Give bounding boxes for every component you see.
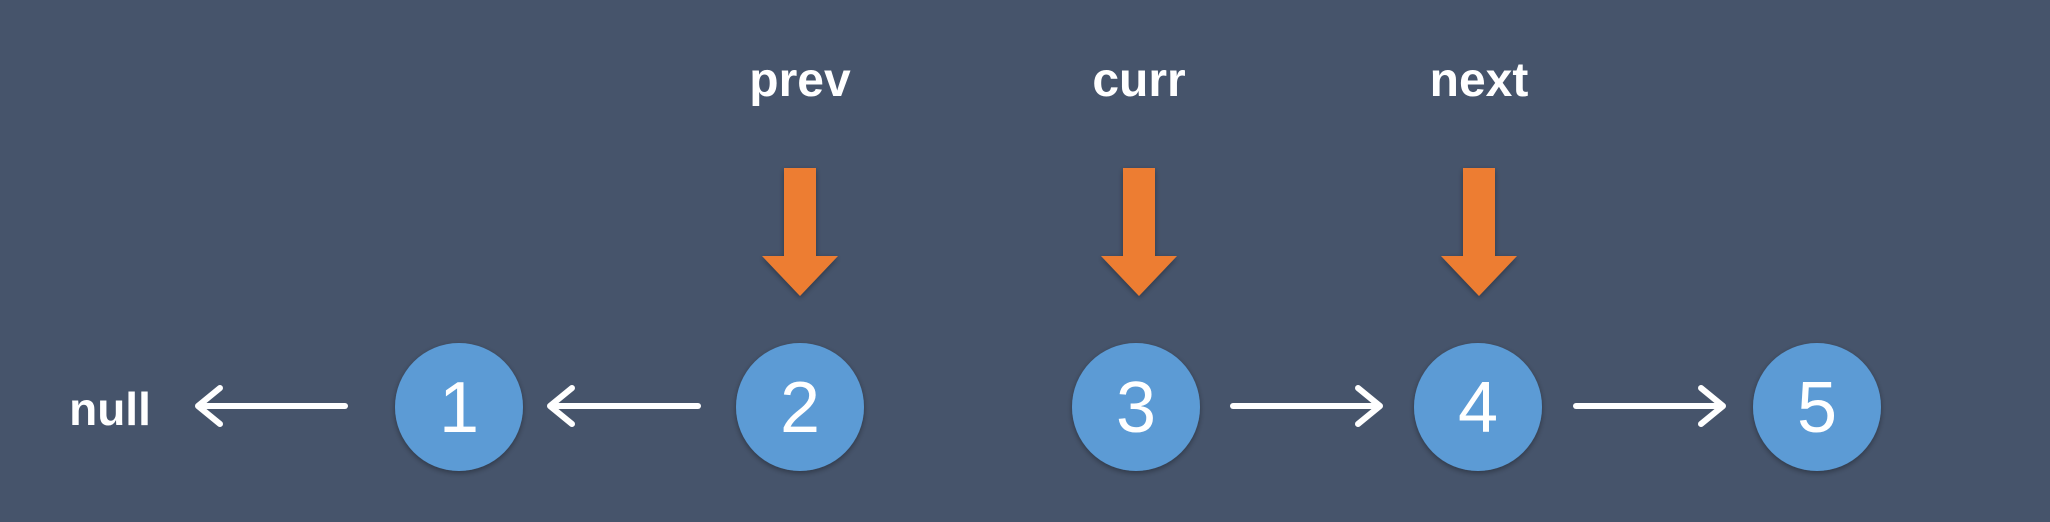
link-arrow-2-to-1 (547, 385, 701, 427)
pointer-arrow-curr (1101, 168, 1177, 296)
node-4: 4 (1414, 343, 1542, 471)
null-label: null (69, 383, 151, 435)
node-2: 2 (736, 343, 864, 471)
nodes: 1 2 3 4 5 (395, 343, 1881, 471)
node-5-value: 5 (1797, 368, 1837, 448)
pointer-arrow-next (1441, 168, 1517, 296)
link-arrow-3-to-4 (1230, 385, 1383, 427)
pointer-label-next: next (1430, 54, 1529, 107)
node-1: 1 (395, 343, 523, 471)
node-3: 3 (1072, 343, 1200, 471)
pointer-label-curr: curr (1092, 54, 1185, 107)
link-arrow-1-to-null (195, 385, 348, 427)
link-arrows (195, 385, 1726, 427)
node-5: 5 (1753, 343, 1881, 471)
pointer-arrow-prev (762, 168, 838, 296)
node-2-value: 2 (780, 368, 820, 448)
pointer-label-prev: prev (749, 54, 851, 107)
node-3-value: 3 (1116, 368, 1156, 448)
node-1-value: 1 (439, 368, 479, 448)
link-arrow-4-to-5 (1573, 385, 1726, 427)
node-4-value: 4 (1458, 368, 1498, 448)
pointer-arrows (762, 168, 1517, 296)
